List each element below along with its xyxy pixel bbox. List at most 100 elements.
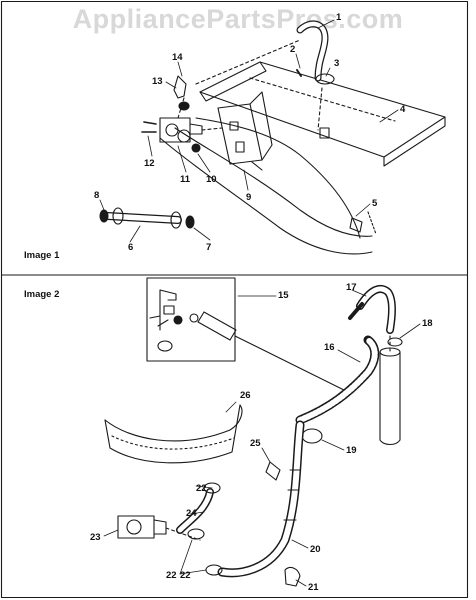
watermark: AppliancePartsPros.com [72,4,404,34]
callout-5: 5 [372,198,378,209]
callout-22-a: 22 [196,483,207,494]
part-15-tube [197,311,237,341]
callout-25: 25 [250,438,261,449]
part-11-coil-b [177,129,191,143]
callout-13: 13 [152,76,163,87]
part-1-to-valve-leader [195,39,301,85]
panel-label-image-1: Image 1 [24,250,60,261]
part-23-leader [165,527,201,541]
part-5-tabs [367,211,377,235]
callout-16: 16 [324,342,335,353]
callout-21: 21 [308,582,319,593]
part-4-panel-lip [199,61,267,102]
part-17-hose-fill [357,286,395,333]
callout-22-c: 22 [180,570,191,581]
part-23-outlet [153,519,167,535]
part-10-strainer [191,143,201,153]
part-22-clamp-a [203,482,221,494]
part-6-coupler-b [170,211,182,229]
part-9-slot-a [229,121,239,131]
part-1-leader [317,87,323,131]
standpipe [379,351,401,441]
part-18-clamp [387,337,403,347]
part-4-panel-edge [383,116,446,167]
callout-12: 12 [144,158,155,169]
part-4-top-panel [199,61,446,158]
part-9-bracket [217,103,263,165]
image-1-drawing [99,20,446,255]
callout-19: 19 [346,445,357,456]
part-11-valve-body [159,117,191,143]
part-16-hose-rings [297,337,378,423]
part-24-hose-fill [177,489,213,533]
part-23-pump-body [117,515,155,539]
part-2-screw [296,69,302,77]
callout-7: 7 [206,242,211,253]
callout-6: 6 [128,242,133,253]
part-12-screws [141,121,157,133]
image-1-leaders [99,19,399,243]
image-2-leaders [103,289,421,587]
part-11-outlet [189,123,203,135]
part-1-nozzle [319,127,330,139]
callout-4: 4 [400,104,406,115]
part-15-inset-box [146,277,236,362]
part-17-coupler [348,302,364,320]
part-15-body [163,305,175,315]
part-5-ring-rim [195,117,361,239]
part-26-body [104,404,241,464]
callout-26: 26 [240,390,251,401]
part-5-ring-outer [159,137,373,255]
part-5-bracket [349,217,363,233]
part-20-hose-outline [217,420,305,578]
part-15-cap [157,340,173,352]
part-9-slot-b [235,141,245,153]
callout-17: 17 [346,282,357,293]
part-15-to-hose-leader [234,335,349,393]
part-22-clamp-b [187,528,205,540]
callout-14: 14 [172,52,183,63]
part-8-washer [99,209,109,223]
standpipe-bottom [379,439,401,446]
callout-10: 10 [206,174,217,185]
callout-20: 20 [310,544,321,555]
part-9-tab [251,161,263,171]
part-7-washer [185,215,195,229]
part-21-clip [284,567,301,587]
callout-24: 24 [186,508,197,519]
callout-22-b: 22 [166,570,177,581]
part-15-tee-fitting [159,289,177,331]
callout-15: 15 [278,290,289,301]
part-14-washer [178,101,190,111]
callout-2: 2 [290,44,295,55]
part-26-tabs [111,435,235,450]
callout-1: 1 [336,12,342,23]
part-19-clamp [301,428,323,444]
part-15-ring [189,313,199,323]
callout-numbers: 1 2 3 4 5 6 7 8 9 10 11 12 13 14 15 16 1… [90,12,433,593]
part-3-clamp [315,73,335,85]
callout-8: 8 [94,190,99,201]
part-15-grommet [173,315,183,325]
part-15-pins [149,315,169,327]
part-11-coil-a [165,123,179,137]
part-13-leader [177,97,185,119]
part-9-bracket-side [249,91,273,161]
part-11-mount-leader [201,127,223,131]
callout-23: 23 [90,532,101,543]
part-4-rivet-line [249,77,396,122]
part-20-clamps [283,469,301,521]
image-2-drawing [104,277,403,587]
part-20-hose-fill [219,422,303,576]
part-13-fitting [173,75,187,99]
part-1-hose-fill [297,21,328,81]
panel-label-image-2: Image 2 [24,289,60,300]
callout-3: 3 [334,58,339,69]
part-5-ring-inner [174,127,373,237]
part-26-rim [104,404,243,442]
callout-11: 11 [180,174,191,185]
callout-9: 9 [246,192,251,203]
part-23-pump-port [126,519,142,535]
